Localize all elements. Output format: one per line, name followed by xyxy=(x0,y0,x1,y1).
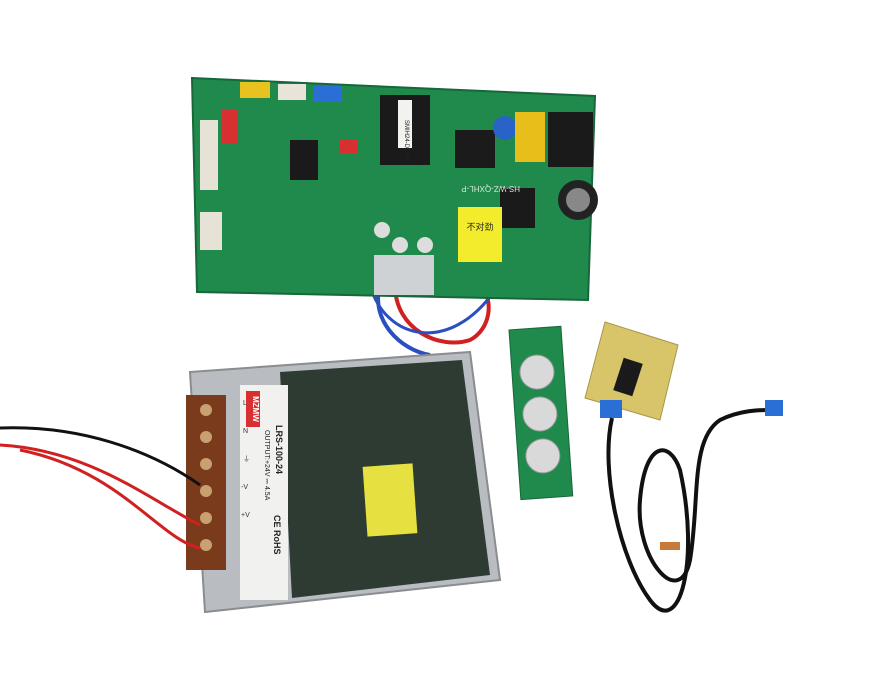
sensor-cable xyxy=(606,408,771,613)
terminal-positive: +V xyxy=(241,512,250,519)
button-board xyxy=(508,325,574,501)
blue-wire-2 xyxy=(368,284,497,335)
red-input-wire xyxy=(0,443,201,527)
terminal-ground: ⏚ xyxy=(243,455,250,463)
main-control-board: 不对劲 HS-WZ-QXHL-P SMIH24-D30HP xyxy=(190,76,598,302)
blue-connector xyxy=(765,400,783,416)
relay-label: SMIH24-D30HP xyxy=(403,120,409,163)
transformer-label: 不对劲 xyxy=(466,221,493,232)
sensor-board xyxy=(584,321,783,613)
red-input-wire-2 xyxy=(19,448,201,550)
cert-text: CE RoHS xyxy=(272,515,282,555)
brand-text: MZMW xyxy=(251,396,260,422)
terminal-L: L xyxy=(243,400,247,407)
switching-power-supply: MZMW LRS-100-24 OUTPUT:+24V ⎓ 4.5A CE Ro… xyxy=(186,350,502,614)
board-model-text: HS-WZ-QXHL-P xyxy=(461,184,520,193)
model-text: LRS-100-24 xyxy=(274,425,284,474)
output-text: OUTPUT:+24V ⎓ 4.5A xyxy=(263,430,270,501)
terminal-negative: -V xyxy=(241,484,248,491)
psu-label: MZMW LRS-100-24 OUTPUT:+24V ⎓ 4.5A CE Ro… xyxy=(240,385,288,600)
terminal-N: N xyxy=(243,428,248,435)
red-wire xyxy=(393,283,491,345)
black-input-wire xyxy=(0,426,201,487)
